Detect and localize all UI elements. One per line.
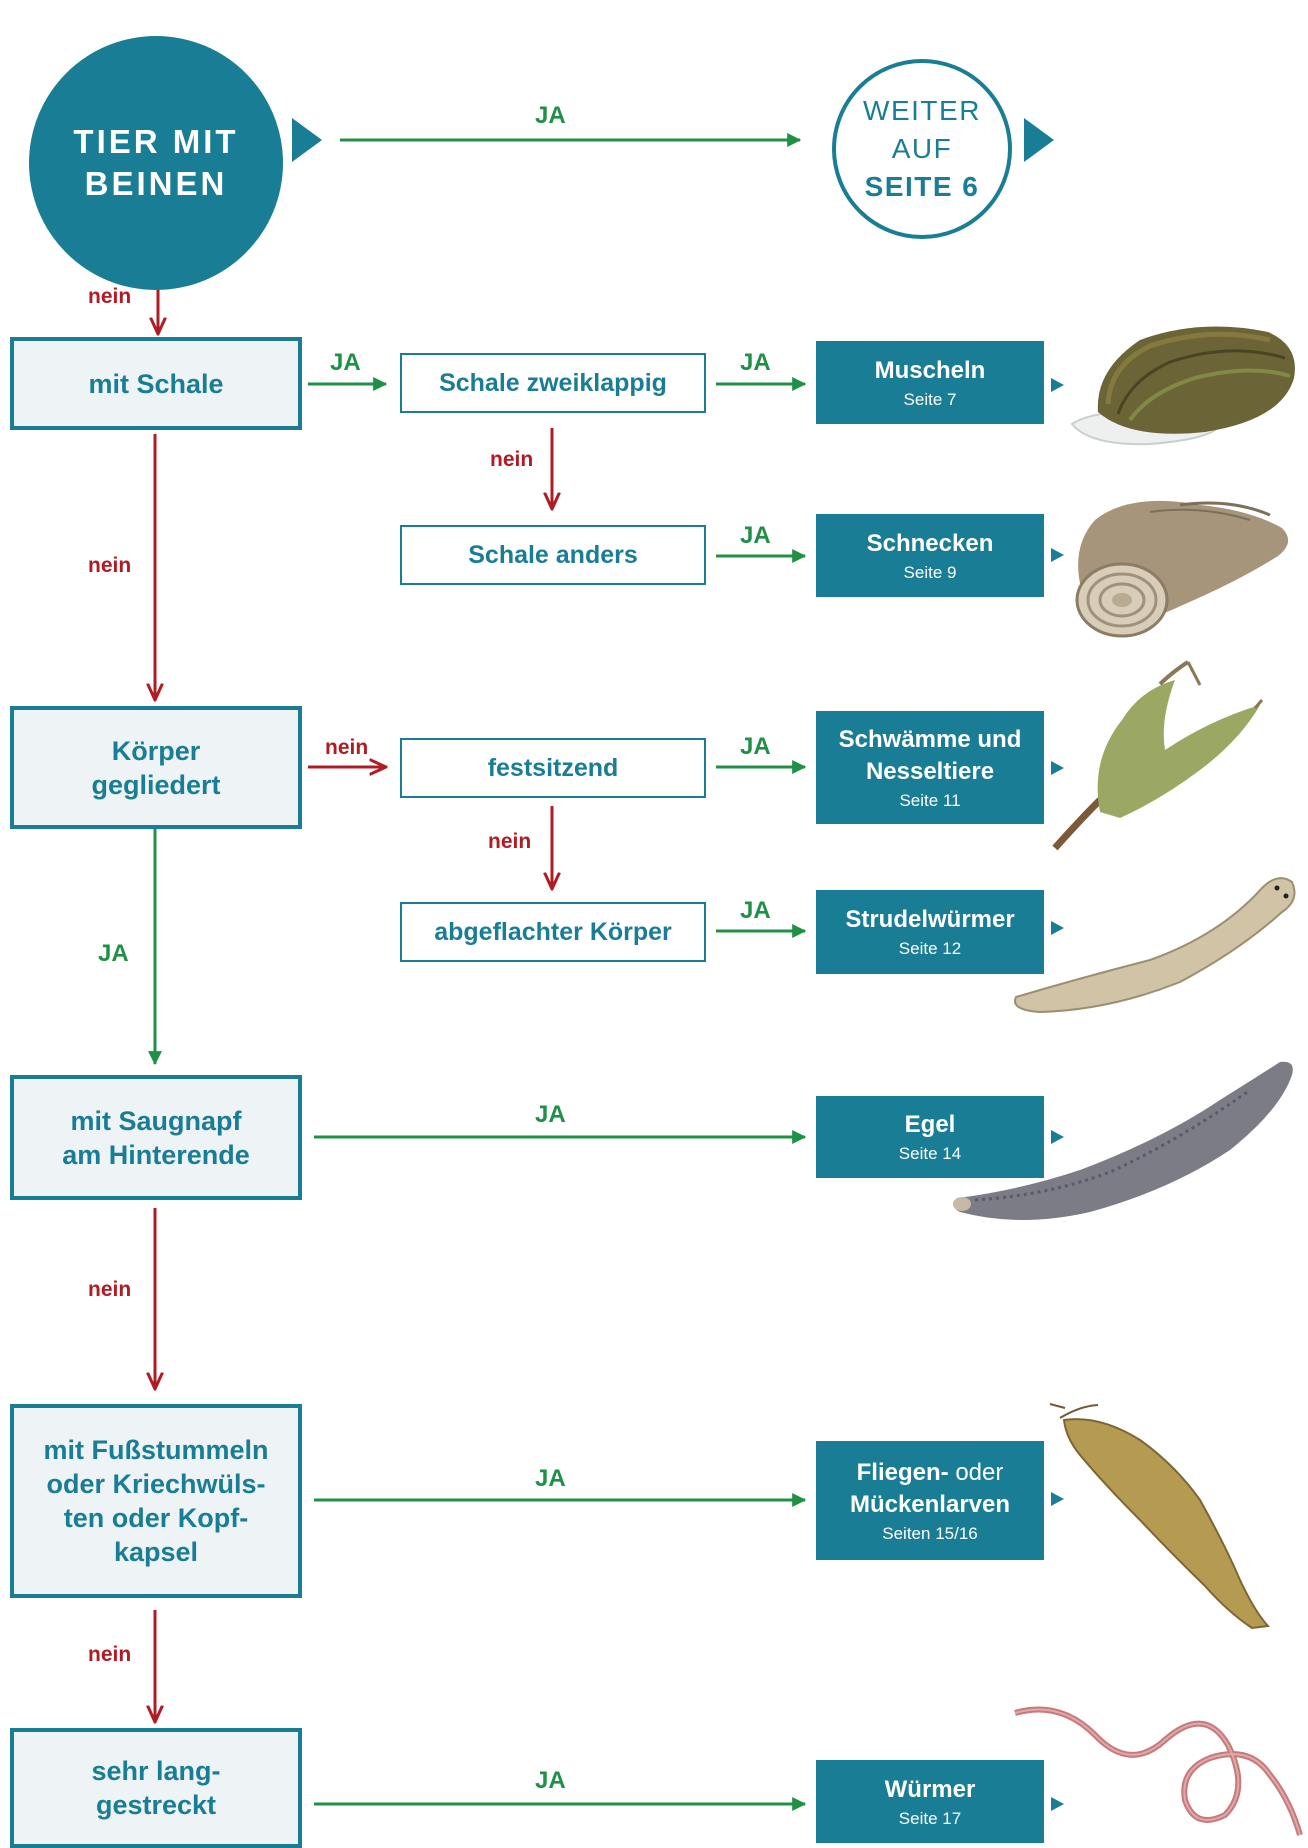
question-saugnapf-line2: am Hinterende <box>62 1139 250 1170</box>
result-wuermer-page: Seite 17 <box>898 1808 962 1828</box>
label-nein-start: nein <box>88 285 132 308</box>
result-strudelwuermer[interactable]: Strudelwürmer Seite 12 <box>816 890 1044 974</box>
question-koerper-gegliedert[interactable]: Körper gegliedert <box>10 706 302 829</box>
result-egel-page: Seite 14 <box>898 1144 962 1163</box>
label-nein-q2: nein <box>325 736 369 759</box>
result-schnecken[interactable]: Schnecken Seite 9 <box>816 514 1044 597</box>
question-fussstummeln-line3: ten oder Kopf- <box>63 1503 249 1533</box>
leech-illustration <box>953 1061 1293 1220</box>
result-egel-title: Egel <box>904 1111 956 1138</box>
result-muscheln-title: Muscheln <box>874 356 986 384</box>
question-langgestreckt-line1: sehr lang- <box>91 1756 221 1786</box>
question-saugnapf[interactable]: mit Saugnapf am Hinterende <box>10 1075 302 1200</box>
question-koerper-line2: gegliedert <box>91 769 221 800</box>
label-ja-q2: JA <box>98 940 129 967</box>
question-mit-schale-text: mit Schale <box>88 368 224 399</box>
result-larven-title-line2: Mückenlarven <box>849 1490 1011 1518</box>
subquestion-abgeflacht-text: abgeflachter Körper <box>434 917 672 946</box>
label-ja-s1: JA <box>740 349 771 376</box>
question-koerper-line1: Körper <box>111 735 201 766</box>
result-muscheln-page: Seite 7 <box>903 389 957 409</box>
start-line2: BEINEN <box>84 165 228 202</box>
goto-line1: WEITER <box>863 95 981 126</box>
result-schwaemme[interactable]: Schwämme und Nesseltiere Seite 11 <box>816 711 1044 824</box>
start-node: TIER MIT BEINEN <box>29 36 283 290</box>
label-nein-q1: nein <box>88 554 132 577</box>
question-langgestreckt-line2: gestreckt <box>95 1790 217 1820</box>
result-schnecken-title: Schnecken <box>866 529 994 557</box>
snail-illustration <box>1075 500 1289 638</box>
label-ja-s3: JA <box>740 733 771 760</box>
result-larven-title-a: Fliegen- <box>856 1458 949 1486</box>
label-ja-start: JA <box>535 102 566 129</box>
label-nein-s1: nein <box>490 448 534 471</box>
subquestion-schale-anders-text: Schale anders <box>468 540 638 569</box>
result-larven[interactable]: Fliegen- oder Mückenlarven Seiten 15/16 <box>816 1441 1044 1560</box>
label-ja-s4: JA <box>740 897 771 924</box>
result-larven-title-b: oder <box>955 1458 1004 1486</box>
question-fussstummeln-line4: kapsel <box>113 1537 199 1567</box>
result-schwaemme-title-line2: Nesseltiere <box>865 757 995 785</box>
question-saugnapf-line1: mit Saugnapf <box>70 1105 242 1136</box>
question-langgestreckt[interactable]: sehr lang- gestreckt <box>10 1728 302 1848</box>
worm-illustration <box>1014 1706 1303 1836</box>
goto-pointer <box>1024 118 1054 162</box>
subquestion-schale-zweiklappig[interactable]: Schale zweiklappig <box>400 353 706 413</box>
subquestion-festsitzend-text: festsitzend <box>487 753 619 782</box>
subquestion-schale-anders[interactable]: Schale anders <box>400 525 706 585</box>
start-pointer <box>292 118 322 162</box>
mussel-illustration <box>1070 326 1295 446</box>
result-strudelwuermer-page: Seite 12 <box>898 939 962 958</box>
label-ja-q4: JA <box>535 1465 566 1492</box>
label-ja-q1: JA <box>330 349 361 376</box>
question-fussstummeln-line1: mit Fußstummeln <box>43 1435 269 1465</box>
flatworm-illustration <box>1014 877 1296 1014</box>
result-schwaemme-title-line1: Schwämme und <box>838 725 1022 753</box>
larva-illustration <box>1049 1403 1271 1630</box>
label-nein-q4: nein <box>88 1643 132 1666</box>
question-fussstummeln-line2: oder Kriechwüls- <box>46 1469 266 1499</box>
label-ja-q3: JA <box>535 1101 566 1128</box>
result-larven-title-line1: Fliegen- oder <box>857 1457 1004 1489</box>
subquestion-schale-zweiklappig-text: Schale zweiklappig <box>439 368 667 397</box>
subquestion-abgeflacht[interactable]: abgeflachter Körper <box>400 902 706 962</box>
goto-line3: SEITE 6 <box>864 171 980 202</box>
goto-node[interactable]: WEITER AUF SEITE 6 <box>832 59 1012 239</box>
question-mit-schale[interactable]: mit Schale <box>10 337 302 430</box>
goto-line2: AUF <box>891 133 953 164</box>
question-fussstummeln[interactable]: mit Fußstummeln oder Kriechwüls- ten ode… <box>10 1404 302 1598</box>
label-ja-s2: JA <box>740 522 771 549</box>
result-egel[interactable]: Egel Seite 14 <box>816 1096 1044 1178</box>
result-wuermer[interactable]: Würmer Seite 17 <box>816 1760 1044 1843</box>
label-nein-s3: nein <box>488 830 532 853</box>
result-schnecken-page: Seite 9 <box>903 562 957 582</box>
subquestion-festsitzend[interactable]: festsitzend <box>400 738 706 798</box>
label-nein-q3: nein <box>88 1278 132 1301</box>
label-ja-q5: JA <box>535 1767 566 1794</box>
result-larven-page: Seiten 15/16 <box>882 1523 978 1543</box>
sponge-illustration <box>1052 660 1264 851</box>
result-muscheln[interactable]: Muscheln Seite 7 <box>816 341 1044 424</box>
result-strudelwuermer-title: Strudelwürmer <box>845 906 1015 933</box>
result-wuermer-title: Würmer <box>884 1775 976 1803</box>
start-line1: TIER MIT <box>73 123 239 160</box>
result-schwaemme-page: Seite 11 <box>899 790 961 810</box>
